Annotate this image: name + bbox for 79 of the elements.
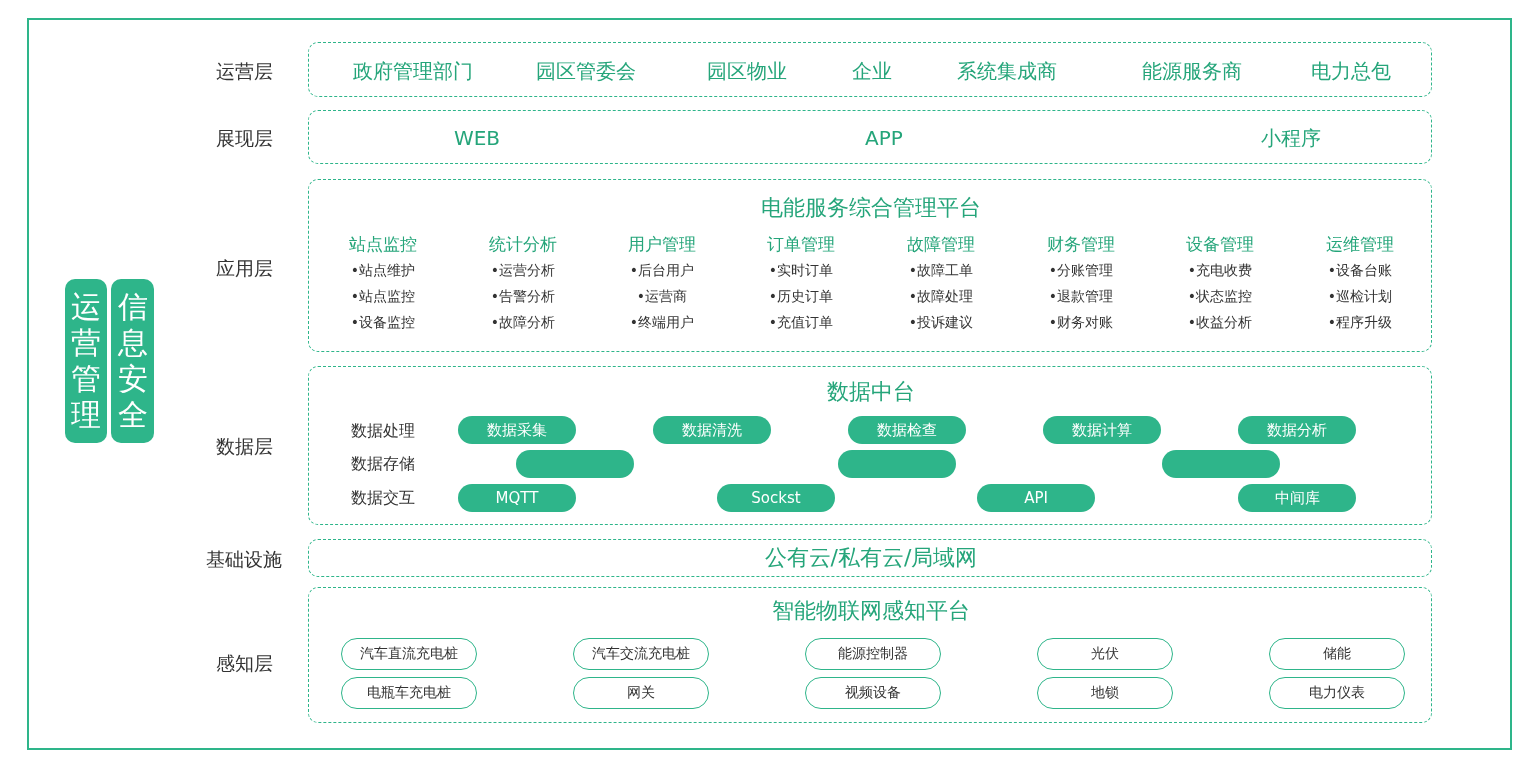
category-label: 能源服务商 — [1142, 60, 1242, 82]
device-box: 电力仪表 — [1269, 677, 1405, 709]
module-item: •终端用户 — [629, 315, 695, 331]
module-heading: 用户管理 — [628, 234, 696, 254]
module-item: •分账管理 — [1048, 263, 1114, 279]
layer-label: 展现层 — [215, 127, 273, 149]
module-item: •设备台账 — [1327, 263, 1393, 279]
device-box: 汽车交流充电桩 — [573, 638, 709, 670]
module-heading: 故障管理 — [907, 234, 975, 254]
function-pill: 数据计算 — [1043, 416, 1161, 444]
module-item: •充电收费 — [1187, 263, 1253, 279]
category-label: 政府管理部门 — [353, 60, 473, 82]
layer-label: 应用层 — [215, 257, 273, 279]
module-heading: 订单管理 — [767, 234, 835, 254]
function-pill: Sockst — [717, 484, 835, 512]
module-item: •退款管理 — [1048, 289, 1114, 305]
row-label: 数据存储 — [351, 455, 415, 473]
category-label: 电力总包 — [1311, 60, 1391, 82]
category-label: 企业 — [852, 60, 892, 82]
module-heading: 运维管理 — [1326, 234, 1394, 254]
row-label: 数据交互 — [351, 489, 415, 507]
module-item: •设备监控 — [350, 315, 416, 331]
platform-title: 智能物联网感知平台 — [772, 598, 970, 624]
module-heading: 统计分析 — [489, 234, 557, 254]
module-item: •告警分析 — [490, 289, 556, 305]
device-box: 能源控制器 — [805, 638, 941, 670]
module-item: •实时订单 — [768, 263, 834, 279]
module-item: •故障工单 — [908, 263, 974, 279]
category-label: APP — [865, 127, 903, 149]
category-label: 园区物业 — [707, 60, 787, 82]
function-pill — [838, 450, 956, 478]
module-heading: 财务管理 — [1047, 234, 1115, 254]
module-item: •后台用户 — [629, 263, 695, 279]
module-item: •充值订单 — [768, 315, 834, 331]
module-heading: 站点监控 — [349, 234, 417, 254]
function-pill — [1162, 450, 1280, 478]
category-label: 小程序 — [1261, 127, 1321, 149]
device-box: 储能 — [1269, 638, 1405, 670]
module-item: •故障分析 — [490, 315, 556, 331]
function-pill: 数据分析 — [1238, 416, 1356, 444]
function-pill: 数据检查 — [848, 416, 966, 444]
device-box: 汽车直流充电桩 — [341, 638, 477, 670]
category-label: 系统集成商 — [957, 60, 1057, 82]
function-pill — [516, 450, 634, 478]
device-box: 光伏 — [1037, 638, 1173, 670]
module-heading: 设备管理 — [1186, 234, 1254, 254]
module-item: •运营分析 — [490, 263, 556, 279]
platform-title: 数据中台 — [827, 379, 915, 405]
layer-label: 运营层 — [215, 60, 273, 82]
side-pill: 信息安全 — [111, 279, 154, 443]
module-item: •站点维护 — [350, 263, 416, 279]
function-pill: API — [977, 484, 1095, 512]
platform-title: 电能服务综合管理平台 — [761, 195, 981, 221]
category-label: 园区管委会 — [536, 60, 636, 82]
side-pill: 运营管理 — [65, 279, 107, 443]
device-box: 视频设备 — [805, 677, 941, 709]
device-box: 网关 — [573, 677, 709, 709]
category-label: WEB — [453, 127, 501, 149]
platform-title: 公有云/私有云/局域网 — [764, 545, 978, 571]
module-item: •故障处理 — [908, 289, 974, 305]
function-pill: 数据采集 — [458, 416, 576, 444]
layer-label: 感知层 — [215, 652, 273, 674]
function-pill: 中间库 — [1238, 484, 1356, 512]
module-item: •历史订单 — [768, 289, 834, 305]
module-item: •状态监控 — [1187, 289, 1253, 305]
device-box: 电瓶车充电桩 — [341, 677, 477, 709]
module-item: •运营商 — [636, 289, 688, 305]
module-item: •财务对账 — [1048, 315, 1114, 331]
module-item: •程序升级 — [1327, 315, 1393, 331]
row-label: 数据处理 — [351, 422, 415, 440]
function-pill: MQTT — [458, 484, 576, 512]
module-item: •巡检计划 — [1327, 289, 1393, 305]
layer-label: 数据层 — [215, 435, 273, 457]
module-item: •收益分析 — [1187, 315, 1253, 331]
function-pill: 数据清洗 — [653, 416, 771, 444]
layer-label: 基础设施 — [206, 548, 282, 570]
module-item: •投诉建议 — [908, 315, 974, 331]
module-item: •站点监控 — [350, 289, 416, 305]
device-box: 地锁 — [1037, 677, 1173, 709]
